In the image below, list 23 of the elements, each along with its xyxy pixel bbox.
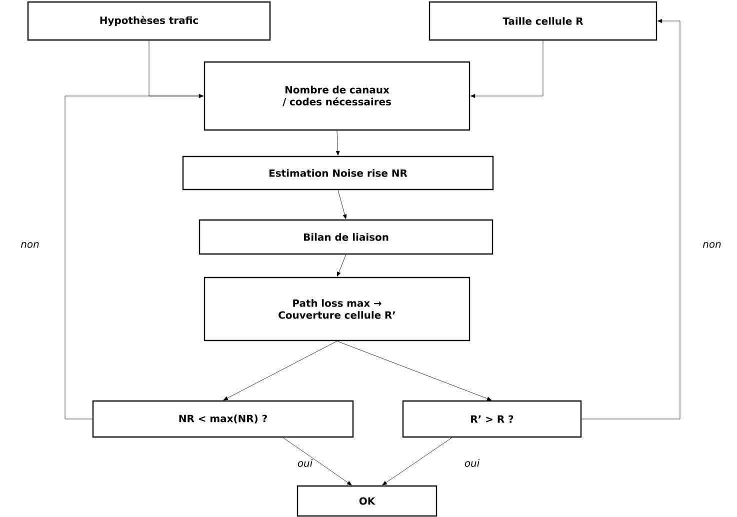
process-box: OK [296, 485, 438, 517]
arrow [336, 254, 346, 277]
arrow [282, 437, 352, 486]
process-box: Hypothèses trafic [27, 1, 271, 41]
process-box: Estimation Noise rise NR [182, 156, 494, 190]
process-box: Bilan de liaison [198, 219, 494, 255]
process-box: NR < max(NR) ? [92, 400, 354, 438]
process-box: R’ > R ? [402, 400, 582, 438]
edge-label: non [21, 242, 39, 248]
arrow [223, 340, 338, 400]
process-box: Taille cellule R [428, 1, 658, 41]
edge-label: oui [464, 459, 480, 467]
arrow [336, 340, 492, 401]
process-box: Nombre de canaux / codes nécessaires [204, 61, 470, 131]
arrow [338, 190, 347, 220]
arrow [581, 19, 680, 420]
arrow [336, 130, 340, 156]
arrow [382, 437, 452, 486]
arrow [64, 94, 204, 420]
edge-label: non [702, 242, 721, 248]
arrow [470, 40, 544, 98]
edge-label: oui [298, 459, 313, 467]
process-box: Path loss max → Couverture cellule R’ [204, 276, 470, 342]
